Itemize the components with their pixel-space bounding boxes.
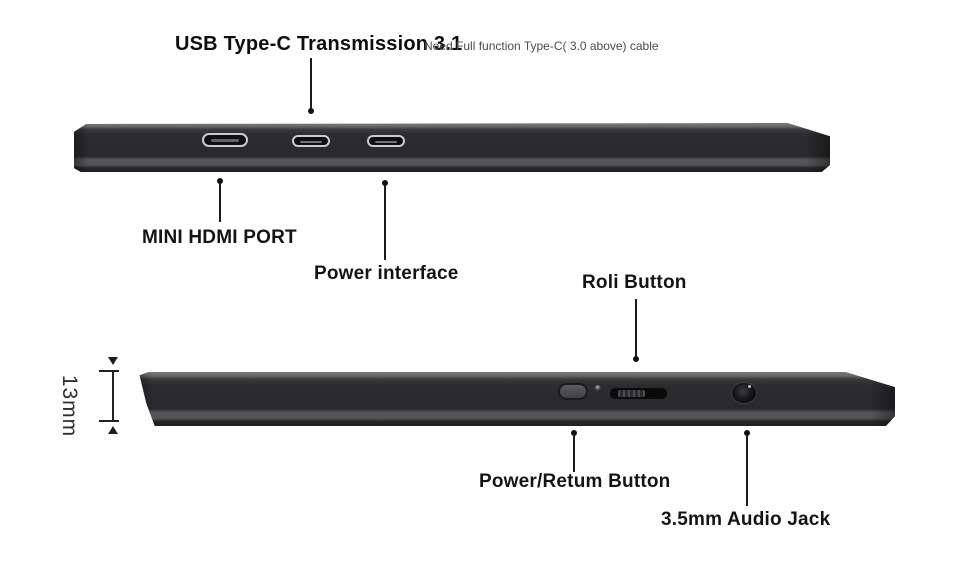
dimension-label: 13mm [58, 374, 81, 438]
leader-dot-hdmi [217, 178, 223, 184]
roli-slider-knob [618, 390, 645, 397]
usb-c-port-2 [367, 135, 405, 147]
leader-dot-power-interface [382, 180, 388, 186]
leader-dot-audio-jack [744, 430, 750, 436]
leader-line-audio-jack [746, 436, 748, 506]
dimension-arrow-bottom [108, 426, 118, 434]
usb-type-c-note: Need Full function Type-C( 3.0 above) ca… [424, 39, 659, 53]
leader-dot-roli [633, 356, 639, 362]
left-endcap-shade [139, 372, 152, 426]
leader-line-roli [635, 299, 637, 357]
right-endcap-shade [805, 123, 830, 172]
label-roli-button: Roli Button [582, 272, 687, 293]
power-button [558, 383, 588, 400]
hdmi-tongue [211, 139, 239, 142]
leader-line-usb-c [310, 58, 312, 110]
roli-slider [610, 388, 667, 399]
mini-hdmi-port [202, 133, 248, 147]
right-endcap-shade [870, 372, 895, 426]
label-mini-hdmi-port: MINI HDMI PORT [142, 227, 297, 248]
leader-line-power-return [573, 436, 575, 472]
jack-highlight [748, 385, 751, 388]
dimension-tick-bottom [99, 420, 119, 422]
leader-line-hdmi [219, 183, 221, 222]
dimension-arrow-top [108, 357, 118, 365]
usb-c-tongue [300, 140, 322, 143]
leader-dot-power-return [571, 430, 577, 436]
leader-line-power-interface [384, 185, 386, 260]
dimension-line [112, 371, 114, 421]
dimension-tick-top [99, 370, 119, 372]
top-edge-view [74, 123, 830, 172]
label-power-return-button: Power/Retum Button [479, 471, 671, 492]
usb-type-c-title: USB Type-C Transmission 3.1 [175, 33, 463, 55]
left-endcap-shade [74, 123, 88, 172]
leader-dot-usb-c [308, 108, 314, 114]
usb-c-tongue [375, 140, 397, 143]
indicator-dot [595, 385, 601, 391]
bottom-edge-view [139, 372, 895, 426]
label-power-interface: Power interface [314, 263, 459, 284]
audio-jack [731, 382, 757, 404]
label-audio-jack: 3.5mm Audio Jack [661, 509, 831, 530]
usb-c-port-1 [292, 135, 330, 147]
